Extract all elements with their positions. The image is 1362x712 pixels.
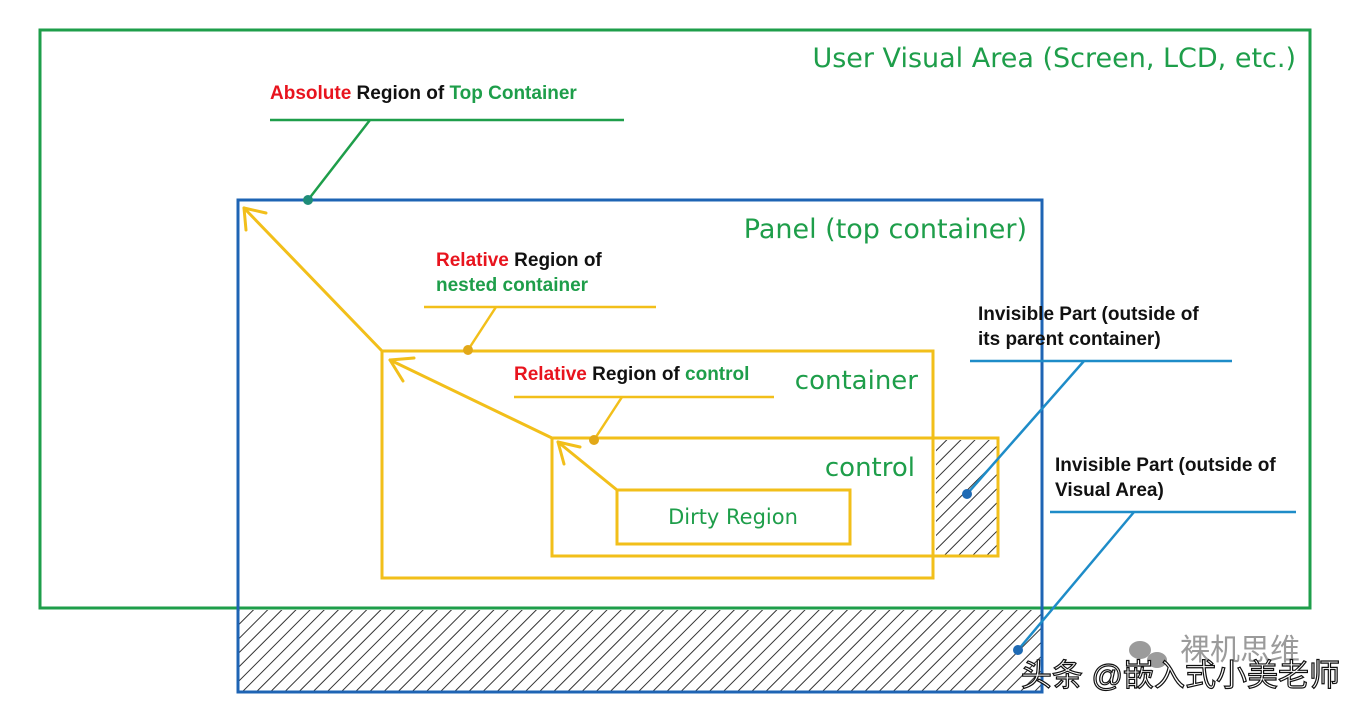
caption-control-target: control [685, 364, 749, 385]
relative-nested-caption-line2: nested container [436, 275, 589, 296]
control-label: control [825, 453, 915, 483]
arrow-control-to-container [388, 356, 554, 440]
invisible-parent-caption-line2: its parent container) [978, 329, 1161, 350]
callout-invisible-visual [1013, 510, 1296, 655]
panel-label: Panel (top container) [744, 214, 1027, 245]
callout-invisible-parent [962, 359, 1232, 499]
caption-nested-middle: Region of [509, 250, 603, 271]
visual-area-frame [38, 28, 1312, 610]
invisible-visual-caption-line2: Visual Area) [1055, 480, 1164, 501]
callout-relative-control [514, 395, 774, 445]
container-label: container [795, 366, 919, 396]
watermark-credit: 头条 @嵌入式小美老师 [1021, 658, 1340, 693]
arrow-dirty-to-control [556, 440, 619, 492]
caption-nested-word: Relative [436, 250, 509, 271]
relative-control-caption: Relative Region of control [514, 364, 749, 385]
caption-absolute-middle: Region of [351, 83, 449, 104]
wechat-icon [1129, 641, 1167, 668]
relative-nested-caption: Relative Region of [436, 250, 602, 271]
dirty-region-label: Dirty Region [668, 505, 798, 529]
watermark: 裸机思维 [1129, 634, 1300, 668]
dirty-region-frame [615, 488, 852, 546]
watermark-account: 裸机思维 [1180, 634, 1300, 667]
absolute-region-caption: Absolute Region of Top Container [270, 83, 577, 104]
panel-frame [236, 198, 1044, 694]
callout-absolute-region [270, 118, 624, 205]
callout-relative-nested [424, 305, 656, 355]
container-frame [380, 349, 935, 580]
caption-control-middle: Region of [587, 364, 685, 385]
control-frame [550, 436, 1000, 558]
arrow-container-to-panel [242, 206, 384, 353]
visual-area-label: User Visual Area (Screen, LCD, etc.) [812, 43, 1296, 74]
invisible-visual-caption-line1: Invisible Part (outside of [1055, 455, 1276, 476]
caption-absolute-target: Top Container [449, 83, 577, 104]
invisible-area-bottom [238, 610, 1042, 692]
invisible-parent-caption-line1: Invisible Part (outside of [978, 304, 1199, 325]
caption-control-word: Relative [514, 364, 587, 385]
caption-absolute-word: Absolute [270, 83, 351, 104]
